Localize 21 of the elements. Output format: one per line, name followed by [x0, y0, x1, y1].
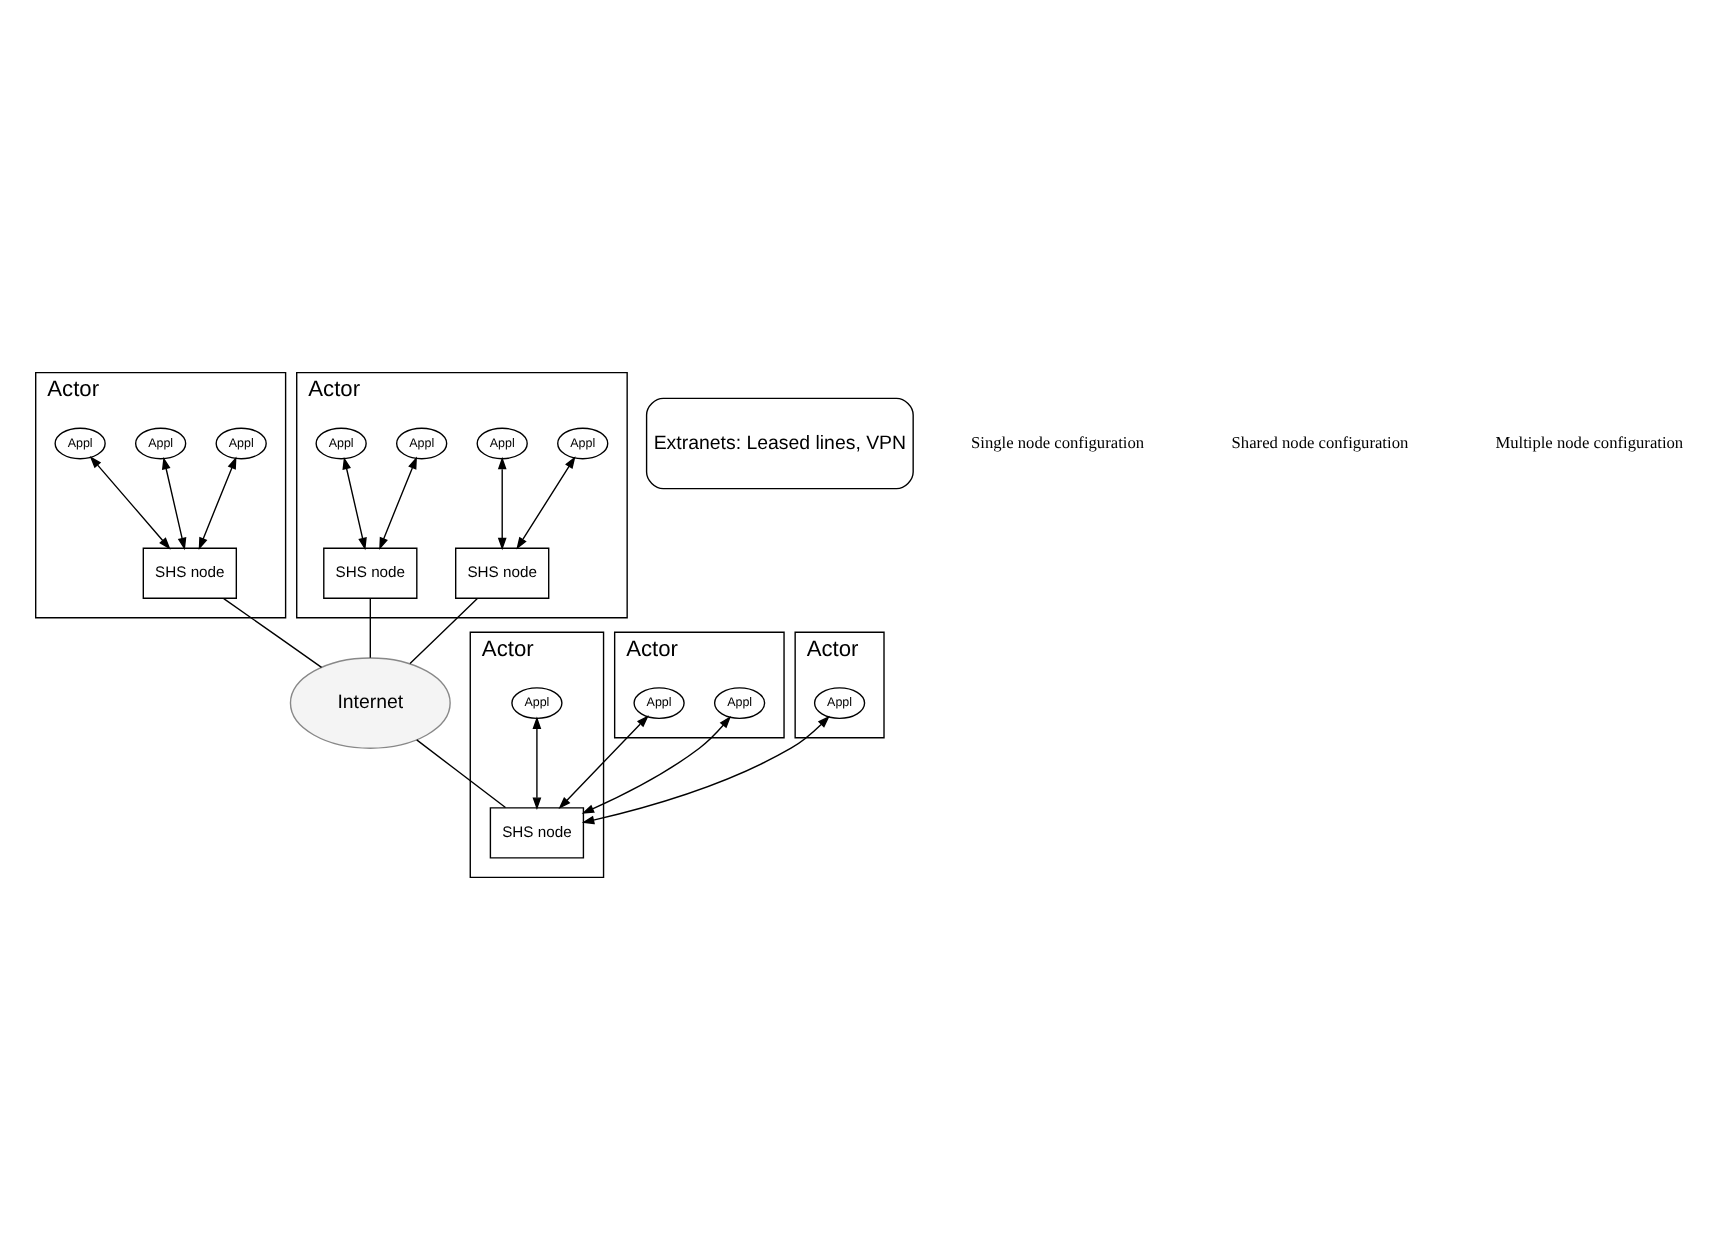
arrow: [198, 455, 237, 549]
arrow: [497, 455, 507, 550]
connector: [416, 738, 507, 808]
node-box: SHS node: [323, 546, 418, 598]
arrow: [342, 455, 367, 550]
arrow: [558, 714, 649, 809]
node-box: SHS node: [489, 806, 585, 858]
node-box: SHS node: [142, 546, 238, 598]
connector: [409, 596, 479, 664]
arrow: [89, 454, 171, 549]
arrow: [532, 715, 542, 809]
node-box: Extranets: Leased lines, VPN: [645, 396, 914, 489]
arrow: [379, 455, 417, 549]
node-box: SHS node: [455, 546, 550, 598]
arrow: [581, 714, 830, 824]
node-ellipse: Internet: [289, 656, 451, 748]
arrow: [581, 714, 732, 813]
arrow: [516, 455, 576, 549]
connector: [223, 596, 323, 668]
arrow: [161, 455, 187, 550]
connector: [369, 596, 371, 658]
